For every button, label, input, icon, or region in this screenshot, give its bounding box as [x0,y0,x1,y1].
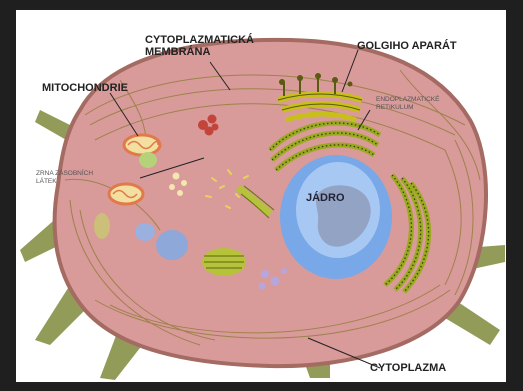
label-er-line1: ENDOPLAZMATICKÉ [376,96,439,104]
label-golgi: GOLGIHO APARÁT [357,40,457,52]
small-golgi-stack-2 [202,248,246,276]
label-storage-granules: ZRNA ZÁSOBNÍCH LÁTEK [36,170,93,186]
label-nucleus: JÁDRO [306,192,345,204]
label-er: ENDOPLAZMATICKÉ RETIKULUM [376,96,439,112]
label-membrane-line2: MEMBRÁNA [145,46,254,58]
label-er-line2: RETIKULUM [376,104,439,112]
vacuole-green [139,152,157,168]
label-storage-line1: ZRNA ZÁSOBNÍCH [36,170,93,178]
label-cytoplasm: CYTOPLAZMA [370,362,446,374]
label-storage-line2: LÁTEK [36,178,93,186]
label-mitochondria: MITOCHONDRIE [42,82,128,94]
label-membrane: CYTOPLAZMATICKÁ MEMBRÁNA [145,34,254,58]
vacuole-yellow [94,213,110,239]
nucleus [280,155,392,279]
label-membrane-line1: CYTOPLAZMATICKÁ [145,34,254,46]
